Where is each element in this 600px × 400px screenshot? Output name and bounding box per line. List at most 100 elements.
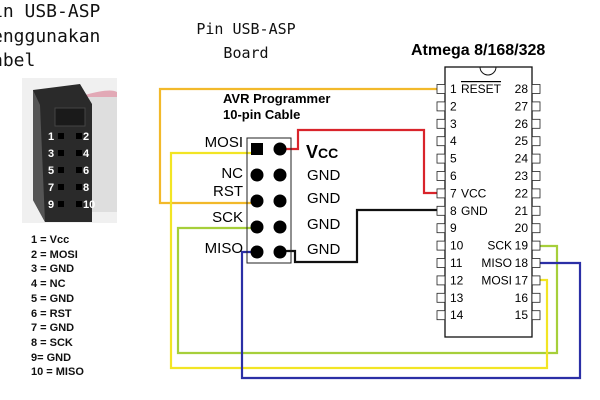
- photo-pin-hole: [76, 150, 82, 156]
- legend-item: 3 = GND: [31, 263, 75, 276]
- header-pin: [250, 168, 264, 182]
- caption-line: in USB-ASP: [0, 1, 101, 22]
- photo-pin-number: 10: [83, 199, 95, 211]
- chip-body: [444, 66, 533, 338]
- chip-pin-number: 1: [450, 82, 457, 96]
- wire-miso: [240, 250, 582, 380]
- header-label-left: RST: [213, 183, 243, 200]
- chip-pin-right: [531, 171, 541, 181]
- photo-pin-hole: [58, 133, 64, 139]
- photo-pin-number: 7: [48, 182, 54, 194]
- chip-pin-number: 7: [450, 186, 457, 200]
- chip-pin-number: 19: [515, 239, 529, 253]
- photo-pin-number: 8: [83, 182, 89, 194]
- chip-pin-number: 9: [450, 221, 457, 235]
- chip-pin-number: 14: [450, 308, 464, 322]
- chip-pin-number: 10: [450, 239, 464, 253]
- chip-pin-right: [531, 310, 541, 321]
- photo-pin-number: 1: [48, 131, 54, 143]
- photo-pin-number: 2: [83, 131, 89, 143]
- chip-pin-name: RESET: [461, 82, 502, 96]
- legend-item: 5 = GND: [31, 292, 75, 305]
- photo-pin-number: 5: [48, 165, 54, 177]
- chip-pin-right: [531, 275, 541, 286]
- programmer-title: AVR Programmer: [223, 91, 330, 106]
- chip-pin-right: [531, 258, 541, 268]
- caption-line: abel: [0, 50, 36, 71]
- header-label-left: MISO: [205, 240, 243, 257]
- legend-item: 1 = Vcc: [31, 234, 70, 246]
- photo-pin-number: 6: [83, 165, 89, 177]
- title-line: Board: [223, 44, 269, 62]
- chip-pin-number: 28: [515, 82, 529, 96]
- chip-pin-left: [436, 188, 446, 199]
- header-label-right: GND: [307, 190, 341, 207]
- photo-pin-hole: [76, 201, 82, 207]
- chip-pin-left: [436, 258, 446, 268]
- header-label-left: SCK: [212, 209, 243, 226]
- header-pin: [273, 220, 287, 234]
- vcc-label: VCC: [306, 142, 338, 162]
- header-pin: [273, 245, 287, 259]
- chip-pin-left: [436, 205, 446, 216]
- connector-photo: [22, 78, 117, 223]
- wire-sck: [176, 226, 559, 355]
- chip-pin-number: 8: [450, 204, 457, 218]
- header-label-left: MOSI: [205, 134, 243, 151]
- chip-pin-number: 18: [515, 256, 529, 270]
- chip-pin-number: 15: [515, 308, 529, 322]
- chip-pin-number: 23: [515, 169, 529, 183]
- photo-pin-hole: [58, 184, 64, 190]
- chip-pin-number: 24: [515, 152, 529, 166]
- side-caption: in USB-ASPenggunakanabel: [0, 0, 100, 74]
- chip-pin-number: 17: [515, 273, 529, 287]
- header-pin: [250, 220, 264, 234]
- chip-pin-number: 21: [515, 204, 529, 218]
- header-label-right: GND: [307, 241, 341, 258]
- chip-pin-right: [531, 118, 541, 129]
- wire-mosi: [169, 151, 549, 370]
- wire-gnd: [280, 208, 437, 264]
- legend-item: 8 = SCK: [31, 336, 73, 349]
- chip-pin-number: 3: [450, 117, 457, 131]
- photo-pin-hole: [76, 184, 82, 190]
- header-pin: [250, 194, 264, 208]
- legend-item: 10 = MISO: [31, 366, 84, 379]
- photo-pin-number: 9: [48, 199, 54, 211]
- chip-pin-right: [531, 153, 541, 164]
- legend-item: 9= GND: [31, 351, 72, 364]
- legend-item: 6 = RST: [31, 307, 72, 320]
- chip-pin-right: [531, 84, 541, 94]
- chip-notch: [479, 66, 497, 76]
- chip-pin-name: MOSI: [481, 273, 512, 287]
- chip-pin-name: MISO: [481, 256, 512, 270]
- chip-pin-number: 12: [450, 273, 464, 287]
- legend-item: 2 = MOSI: [31, 248, 78, 261]
- chip-pin-left: [436, 171, 446, 181]
- chip-pin-left: [436, 101, 446, 112]
- chip-pin-number: 2: [450, 99, 457, 113]
- chip-pin-left: [436, 223, 446, 234]
- chip-pin-name: GND: [461, 204, 488, 218]
- wire-reset: [158, 87, 437, 205]
- chip-pin-left: [436, 84, 446, 94]
- vcc-main: V: [306, 142, 318, 162]
- chip-pin-number: 25: [515, 134, 529, 148]
- chip-pin-number: 27: [515, 99, 529, 113]
- chip-pin-right: [531, 223, 541, 234]
- chip-pin-right: [531, 240, 541, 251]
- chip-pin-name: VCC: [461, 186, 487, 200]
- photo-pin-hole: [58, 167, 64, 173]
- photo-pin-number: 4: [83, 148, 90, 160]
- chip-pin-left: [436, 292, 446, 303]
- header-label-left: NC: [221, 165, 243, 182]
- header-pin: [273, 194, 287, 208]
- wire-vcc: [283, 128, 437, 195]
- header-label-right: GND: [307, 216, 341, 233]
- chip-pin-right: [531, 101, 541, 112]
- header-pin: [273, 168, 287, 182]
- chip-pin-right: [531, 136, 541, 147]
- programmer-subtitle: 10-pin Cable: [223, 107, 300, 122]
